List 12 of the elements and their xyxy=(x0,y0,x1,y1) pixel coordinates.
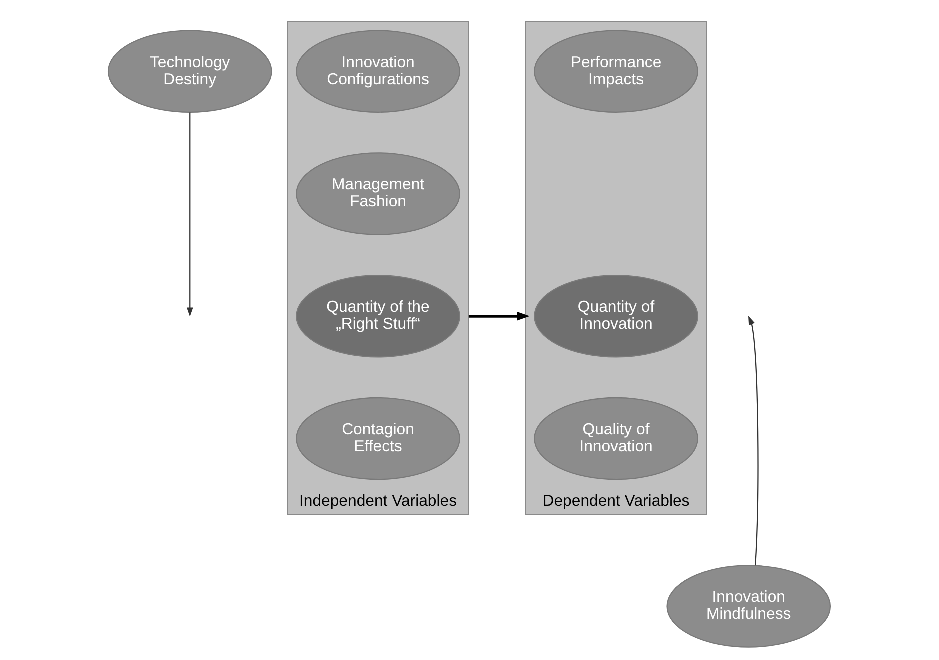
node-ellipse: Innovation Mindfulness xyxy=(666,565,832,648)
node-ellipse: Performance Impacts xyxy=(534,30,698,113)
arrow xyxy=(748,316,759,566)
node-ellipse: Management Fashion xyxy=(296,152,460,236)
node-ellipse: Technology Destiny xyxy=(108,30,272,113)
node-ellipse: Contagion Effects xyxy=(296,397,460,480)
node-ellipse: Quality of Innovation xyxy=(534,397,698,480)
arrow xyxy=(468,312,530,321)
node-ellipse: Innovation Configurations xyxy=(296,30,460,113)
node-ellipse: Quantity of the „Right Stuff“ xyxy=(296,275,460,358)
node-ellipse: Quantity of Innovation xyxy=(534,275,698,358)
arrow xyxy=(186,112,194,317)
